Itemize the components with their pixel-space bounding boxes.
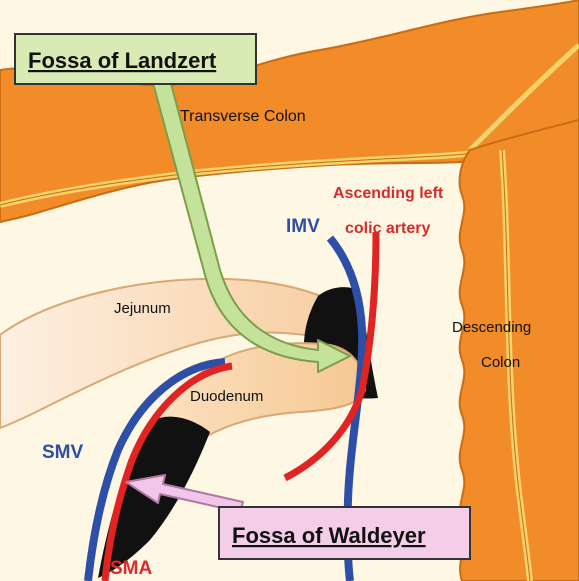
waldeyer-callout-label: Fossa of Waldeyer xyxy=(232,523,426,548)
duodenum-label: Duodenum xyxy=(190,388,263,405)
sma-label: SMA xyxy=(110,558,153,579)
jejunum-label: Jejunum xyxy=(114,300,171,317)
transverse-colon-label: Transverse Colon xyxy=(180,108,306,125)
descending-colon xyxy=(460,120,579,581)
ascending-left-colic-label-line2: colic artery xyxy=(345,220,430,237)
ascending-left-colic-label-line1: Ascending left xyxy=(333,185,444,202)
landzert-callout-label: Fossa of Landzert xyxy=(28,48,217,73)
descending-colon-label-line2: Colon xyxy=(481,354,520,371)
descending-colon-label-line1: Descending xyxy=(452,319,531,336)
imv-label: IMV xyxy=(286,216,320,237)
smv-label: SMV xyxy=(42,442,84,463)
